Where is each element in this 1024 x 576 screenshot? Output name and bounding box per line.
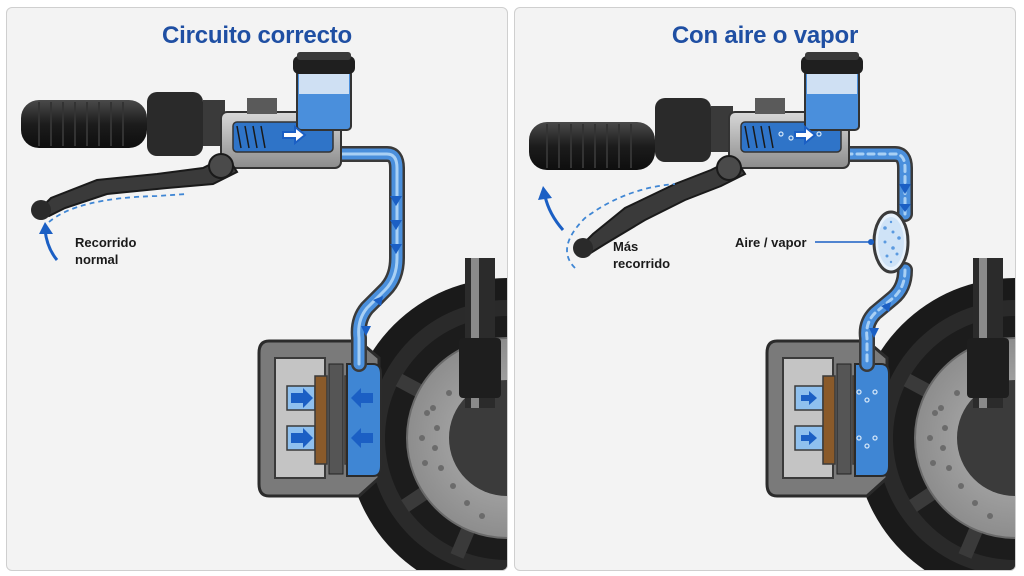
- handlebar-grip-icon: [529, 98, 733, 170]
- caliper-icon: [257, 339, 382, 498]
- flow-arrow-icon: [794, 124, 817, 146]
- brake-diagram-correct: [21, 52, 507, 570]
- lever-travel-path: [566, 183, 676, 269]
- panel-air-vapor: Con aire o vapor: [514, 7, 1016, 571]
- fork-icon: [967, 258, 1009, 408]
- flow-arrow-icon: [282, 124, 307, 146]
- reservoir-icon: [293, 52, 355, 131]
- brake-hose-icon: [827, 146, 913, 372]
- brake-hose-icon: [319, 146, 405, 372]
- lever-travel-label: Más recorrido: [613, 238, 670, 272]
- lever-label-line2: recorrido: [613, 256, 671, 271]
- panel-correct-circuit: Circuito correcto: [6, 7, 508, 571]
- flow-arrow-icon: [543, 195, 565, 231]
- flow-arrow-icon: [869, 184, 911, 338]
- lever-label-line2: normal: [75, 252, 119, 267]
- bubble-callout-dot: [868, 239, 874, 245]
- air-vapor-label: Aire / vapor: [735, 235, 807, 250]
- flow-arrow-icon: [291, 388, 373, 448]
- brake-lever-icon: [31, 153, 239, 220]
- reservoir-icon: [801, 52, 863, 131]
- flow-arrow-icon: [43, 229, 59, 261]
- flow-arrow-icon: [39, 222, 53, 234]
- fork-icon: [459, 258, 501, 408]
- flow-arrow-icon: [538, 186, 552, 200]
- air-bubble-icon: [872, 210, 910, 274]
- brake-diagram-air: [529, 52, 1015, 570]
- lever-travel-label: Recorrido normal: [75, 234, 136, 268]
- lever-label-line1: Más: [613, 239, 639, 254]
- panel-title: Con aire o vapor: [671, 22, 859, 49]
- lever-label-line1: Recorrido: [75, 235, 137, 250]
- handlebar-grip-icon: [21, 92, 225, 156]
- lever-travel-path: [48, 193, 188, 223]
- caliper-icon: [765, 339, 890, 498]
- flow-arrow-icon: [361, 196, 402, 336]
- flow-arrow-icon: [801, 391, 817, 445]
- panel-title: Circuito correcto: [162, 22, 352, 49]
